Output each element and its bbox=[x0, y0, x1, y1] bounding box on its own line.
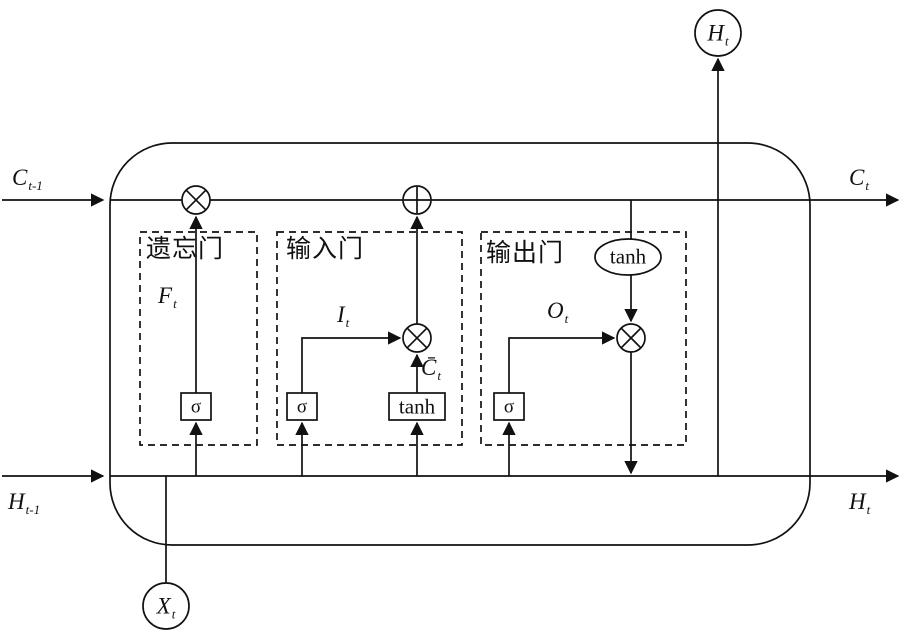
label-f-t-main: F bbox=[158, 283, 173, 308]
label-i-t: It bbox=[337, 302, 349, 329]
cell-boundary bbox=[109, 142, 811, 546]
label-h-top: Ht bbox=[707, 20, 728, 48]
label-h-out-sub: t bbox=[866, 502, 871, 517]
multiply-icon-output bbox=[616, 323, 646, 353]
label-c-out: Ct bbox=[849, 165, 869, 192]
label-c-prev-main: C bbox=[12, 165, 28, 190]
x-input-circle bbox=[142, 582, 190, 630]
input-sigma-to-multiply-line bbox=[301, 331, 402, 393]
tanh-ellipse bbox=[594, 238, 662, 276]
forget-sigma-label: σ bbox=[190, 396, 202, 418]
label-f-t: Ft bbox=[158, 283, 177, 310]
label-c-out-sub: t bbox=[865, 178, 869, 193]
forget-gate-box bbox=[139, 231, 258, 446]
forget-gate-label: 遗忘门 bbox=[146, 236, 225, 263]
label-i-t-main: I bbox=[337, 302, 345, 327]
input-gate-box bbox=[276, 231, 463, 446]
input-sigma-label: σ bbox=[296, 396, 308, 418]
label-h-prev: Ht-1 bbox=[8, 489, 40, 516]
output-sigma-box bbox=[493, 392, 525, 421]
label-i-t-sub: t bbox=[345, 315, 350, 330]
label-h-prev-main: H bbox=[8, 489, 25, 514]
output-sigma-label: σ bbox=[503, 396, 515, 418]
label-c-candidate-sub: t bbox=[437, 368, 441, 383]
forget-sigma-box bbox=[180, 392, 212, 421]
label-o-t-main: O bbox=[547, 298, 564, 323]
label-c-out-main: C bbox=[849, 165, 865, 190]
label-f-t-sub: t bbox=[173, 296, 177, 311]
label-c-candidate: C̄t bbox=[421, 355, 441, 382]
label-x-in: Xt bbox=[156, 593, 176, 621]
label-h-top-main: H bbox=[707, 20, 724, 46]
label-h-out: Ht bbox=[849, 489, 870, 516]
output-sigma-to-multiply-line bbox=[508, 331, 616, 393]
multiply-icon-input bbox=[402, 323, 432, 353]
multiply-icon-forget bbox=[181, 185, 211, 215]
input-tanh-box bbox=[388, 392, 446, 421]
label-x-in-main: X bbox=[156, 593, 171, 619]
label-c-prev: Ct-1 bbox=[12, 165, 43, 192]
h-top-circle bbox=[694, 9, 742, 57]
label-h-top-sub: t bbox=[725, 33, 729, 49]
add-icon bbox=[402, 185, 432, 215]
state-tanh-label: tanh bbox=[609, 244, 647, 269]
input-tanh-label: tanh bbox=[398, 394, 436, 419]
input-sigma-box bbox=[286, 392, 318, 421]
label-o-t-sub: t bbox=[564, 311, 569, 326]
input-gate-label: 输入门 bbox=[286, 236, 365, 263]
label-h-out-main: H bbox=[849, 489, 866, 514]
label-x-in-sub: t bbox=[171, 606, 176, 622]
label-c-prev-sub: t-1 bbox=[28, 178, 43, 193]
label-o-t: Ot bbox=[547, 298, 568, 325]
label-c-candidate-main: C̄ bbox=[421, 355, 437, 380]
output-gate-label: 输出门 bbox=[486, 240, 565, 267]
output-gate-box bbox=[480, 231, 687, 446]
label-h-prev-sub: t-1 bbox=[25, 502, 41, 517]
